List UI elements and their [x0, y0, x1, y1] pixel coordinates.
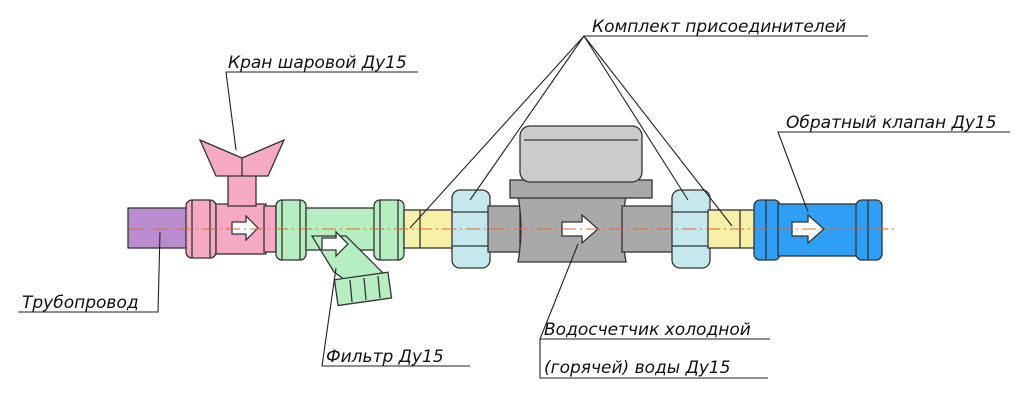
- meter-cap: [519, 125, 643, 183]
- pipe-segment: [127, 207, 191, 249]
- flow-arrow-icon: [321, 230, 349, 258]
- pipeline: [127, 207, 191, 249]
- check-valve: [753, 199, 883, 261]
- label-check-valve: Обратный клапан Ду15: [786, 113, 997, 133]
- flow-arrow-icon: [231, 214, 259, 242]
- check-valve-nut-right: [855, 199, 883, 261]
- label-filter: Фильтр Ду15: [326, 347, 444, 367]
- strainer-filter: [275, 199, 405, 307]
- label-meter-line2: (горячей) воды Ду15: [544, 358, 731, 378]
- check-valve-nut-left: [753, 199, 781, 261]
- filter-nut-left: [275, 199, 307, 261]
- label-connector-kit: Комплект присоединителей: [592, 17, 846, 37]
- ball-valve: [185, 138, 286, 259]
- label-ball-valve: Кран шаровой Ду15: [228, 53, 407, 73]
- meter-rim: [509, 179, 653, 199]
- water-meter: [509, 125, 679, 263]
- filter-nut-right: [373, 199, 405, 261]
- label-meter-line1: Водосчетчик холодной: [544, 320, 751, 340]
- label-pipeline: Трубопровод: [22, 293, 139, 313]
- leader-lines: [18, 35, 1010, 379]
- filter-cap: [333, 271, 393, 307]
